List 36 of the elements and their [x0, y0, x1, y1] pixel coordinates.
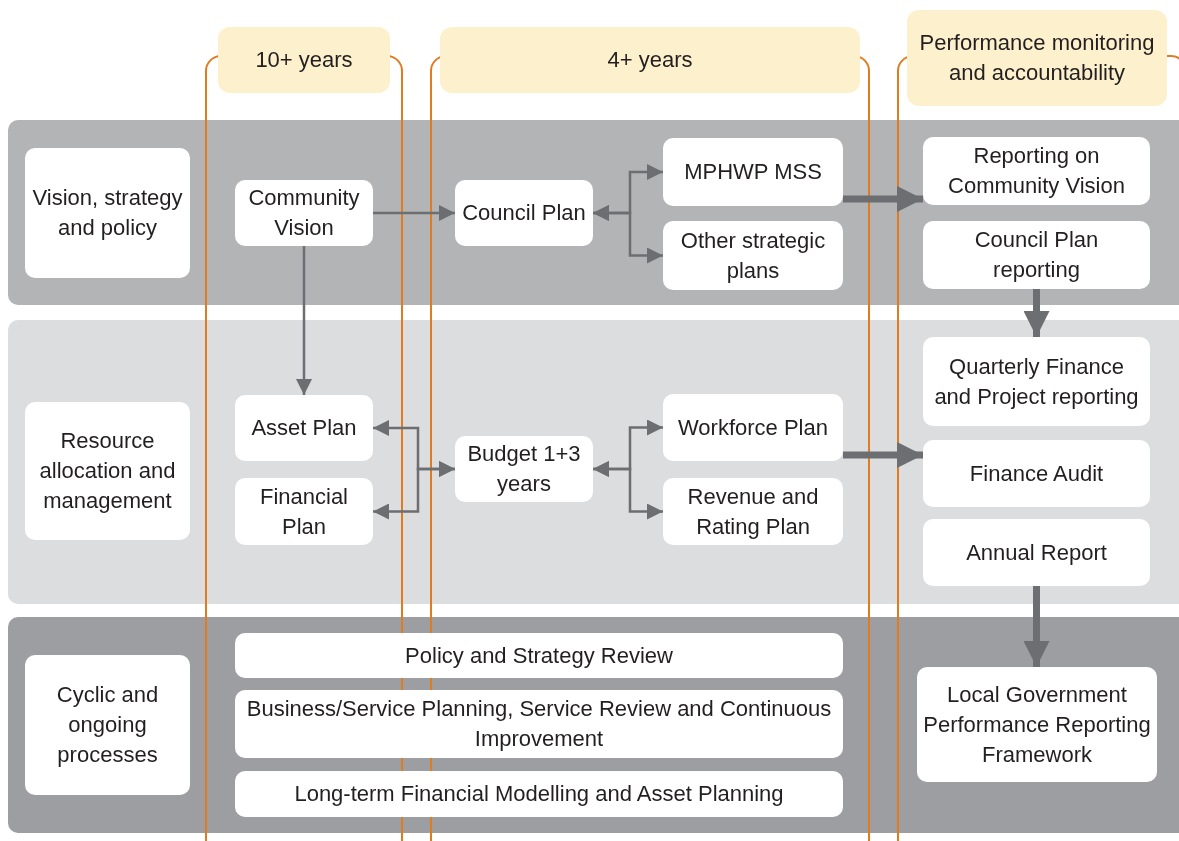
arrow	[843, 442, 923, 468]
process-box: Reporting on Community Vision	[923, 137, 1150, 205]
process-box: Financial Plan	[235, 478, 373, 545]
band-background	[8, 120, 1179, 305]
process-box: Community Vision	[235, 180, 373, 246]
column-header: 10+ years	[218, 27, 390, 93]
process-box: Business/Service Planning, Service Review and Continuous Improvement	[235, 690, 843, 758]
arrow	[373, 205, 455, 221]
process-box: Asset Plan	[235, 395, 373, 461]
arrow	[296, 246, 312, 395]
process-box: Long-term Financial Modelling and Asset Planning	[235, 771, 843, 817]
process-box: MPHWP MSS	[663, 138, 843, 206]
row-label-box: Resource allocation and management	[25, 402, 190, 540]
process-box: Policy and Strategy Review	[235, 633, 843, 678]
double-arrow	[593, 461, 663, 520]
row-label-box: Vision, strategy and policy	[25, 148, 190, 278]
process-box: Other strategic plans	[663, 221, 843, 290]
row-label-box: Cyclic and ongoing processes	[25, 655, 190, 795]
band-background	[8, 320, 1179, 604]
process-box: Revenue and Rating Plan	[663, 478, 843, 545]
band-background	[8, 617, 1179, 833]
process-box: Council Plan	[455, 180, 593, 246]
column-header: 4+ years	[440, 27, 860, 93]
process-box: Quarterly Finance and Project reporting	[923, 337, 1150, 426]
process-box: Finance Audit	[923, 440, 1150, 507]
process-box: Council Plan reporting	[923, 221, 1150, 289]
double-arrow	[373, 461, 455, 520]
arrow	[1023, 289, 1050, 337]
arrow	[843, 186, 923, 212]
column-header: Performance monitoring and accountability	[907, 10, 1167, 106]
process-box: Annual Report	[923, 519, 1150, 586]
process-box: Budget 1+3 years	[455, 436, 593, 502]
arrow	[1023, 586, 1050, 667]
process-box: Workforce Plan	[663, 394, 843, 461]
double-arrow	[593, 205, 663, 264]
process-box: Local Government Performance Reporting Framework	[917, 667, 1157, 782]
